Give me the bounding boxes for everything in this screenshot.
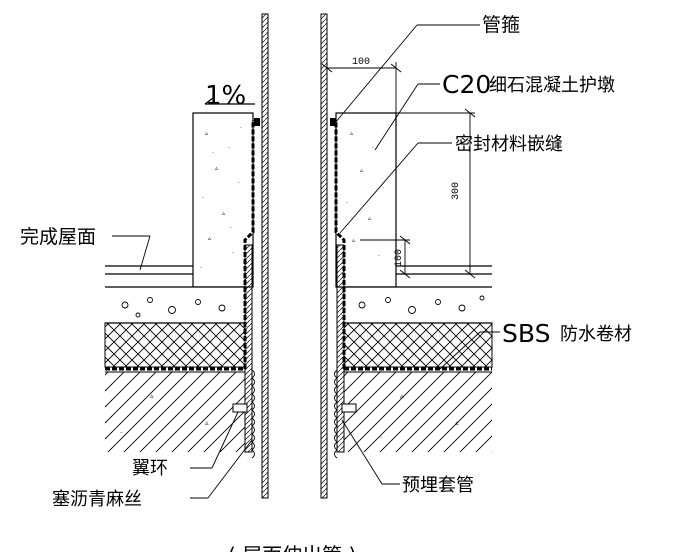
label-sbs-rest: 防水卷材 — [560, 324, 632, 345]
slope-label: 1% — [205, 81, 246, 111]
dimension-width-100: 100 — [352, 57, 370, 68]
asphalt-hemp-fill — [251, 369, 338, 459]
svg-text:▵: ▵ — [360, 167, 363, 174]
structural-slab: ▵ ▵ · ▵ ▵ · — [105, 371, 492, 452]
svg-text:·: · — [230, 225, 232, 232]
svg-text:·: · — [380, 434, 382, 442]
svg-text:·: · — [212, 150, 214, 157]
embedded-sleeve — [244, 244, 345, 453]
dimension-height-100: 100 — [394, 249, 405, 267]
pipe-clamp — [254, 118, 336, 126]
concrete-pier-left: ▵ · ▵ · · ▵ ▵ · · · · · — [192, 112, 254, 288]
insulation-layer — [104, 322, 493, 368]
dimension-lines — [321, 62, 476, 279]
caption-partial: ( 屋面伸出管 ) — [228, 543, 356, 552]
svg-text:·: · — [200, 265, 202, 272]
svg-text:·: · — [372, 145, 374, 152]
svg-text:▵: ▵ — [455, 419, 459, 427]
leader-lines — [112, 24, 500, 499]
svg-text:▵: ▵ — [368, 215, 371, 222]
svg-text:▵: ▵ — [205, 130, 208, 137]
svg-text:·: · — [120, 429, 122, 437]
label-embedded-sleeve: 预埋套管 — [402, 475, 474, 496]
finished-roof-surface — [105, 265, 492, 275]
wing-ring — [232, 403, 357, 413]
svg-text:·: · — [378, 253, 380, 260]
svg-text:·: · — [202, 195, 204, 202]
svg-text:·: · — [228, 145, 230, 152]
pipe-wall-right — [320, 13, 328, 499]
label-c20-rest: 细石混凝土护墩 — [489, 75, 615, 96]
svg-text:·: · — [346, 200, 348, 207]
svg-text:·: · — [240, 125, 242, 132]
svg-text:▵: ▵ — [215, 165, 218, 172]
svg-text:▵: ▵ — [208, 235, 211, 242]
label-wing-ring: 翼环 — [132, 458, 168, 479]
svg-text:▵: ▵ — [205, 419, 209, 427]
svg-text:▵: ▵ — [400, 392, 404, 400]
gravel-layer — [105, 286, 492, 324]
svg-text:▵: ▵ — [352, 237, 355, 244]
dimension-height-300: 300 — [451, 182, 462, 200]
svg-text:▵: ▵ — [350, 130, 353, 137]
pipe-wall-left — [261, 13, 269, 499]
label-finished-roof: 完成屋面 — [20, 226, 96, 248]
svg-text:·: · — [238, 180, 240, 187]
label-pipe-clamp: 管箍 — [482, 14, 520, 36]
label-sbs: SBS — [502, 319, 550, 348]
label-c20: C20 — [442, 70, 491, 99]
svg-text:▵: ▵ — [150, 392, 154, 400]
svg-text:·: · — [232, 250, 234, 257]
label-sealant: 密封材料嵌缝 — [455, 134, 563, 155]
label-asphalt-hemp: 塞沥青麻丝 — [52, 489, 142, 510]
slope-arrow — [204, 97, 255, 105]
svg-text:·: · — [382, 185, 384, 192]
svg-text:▵: ▵ — [222, 210, 225, 217]
